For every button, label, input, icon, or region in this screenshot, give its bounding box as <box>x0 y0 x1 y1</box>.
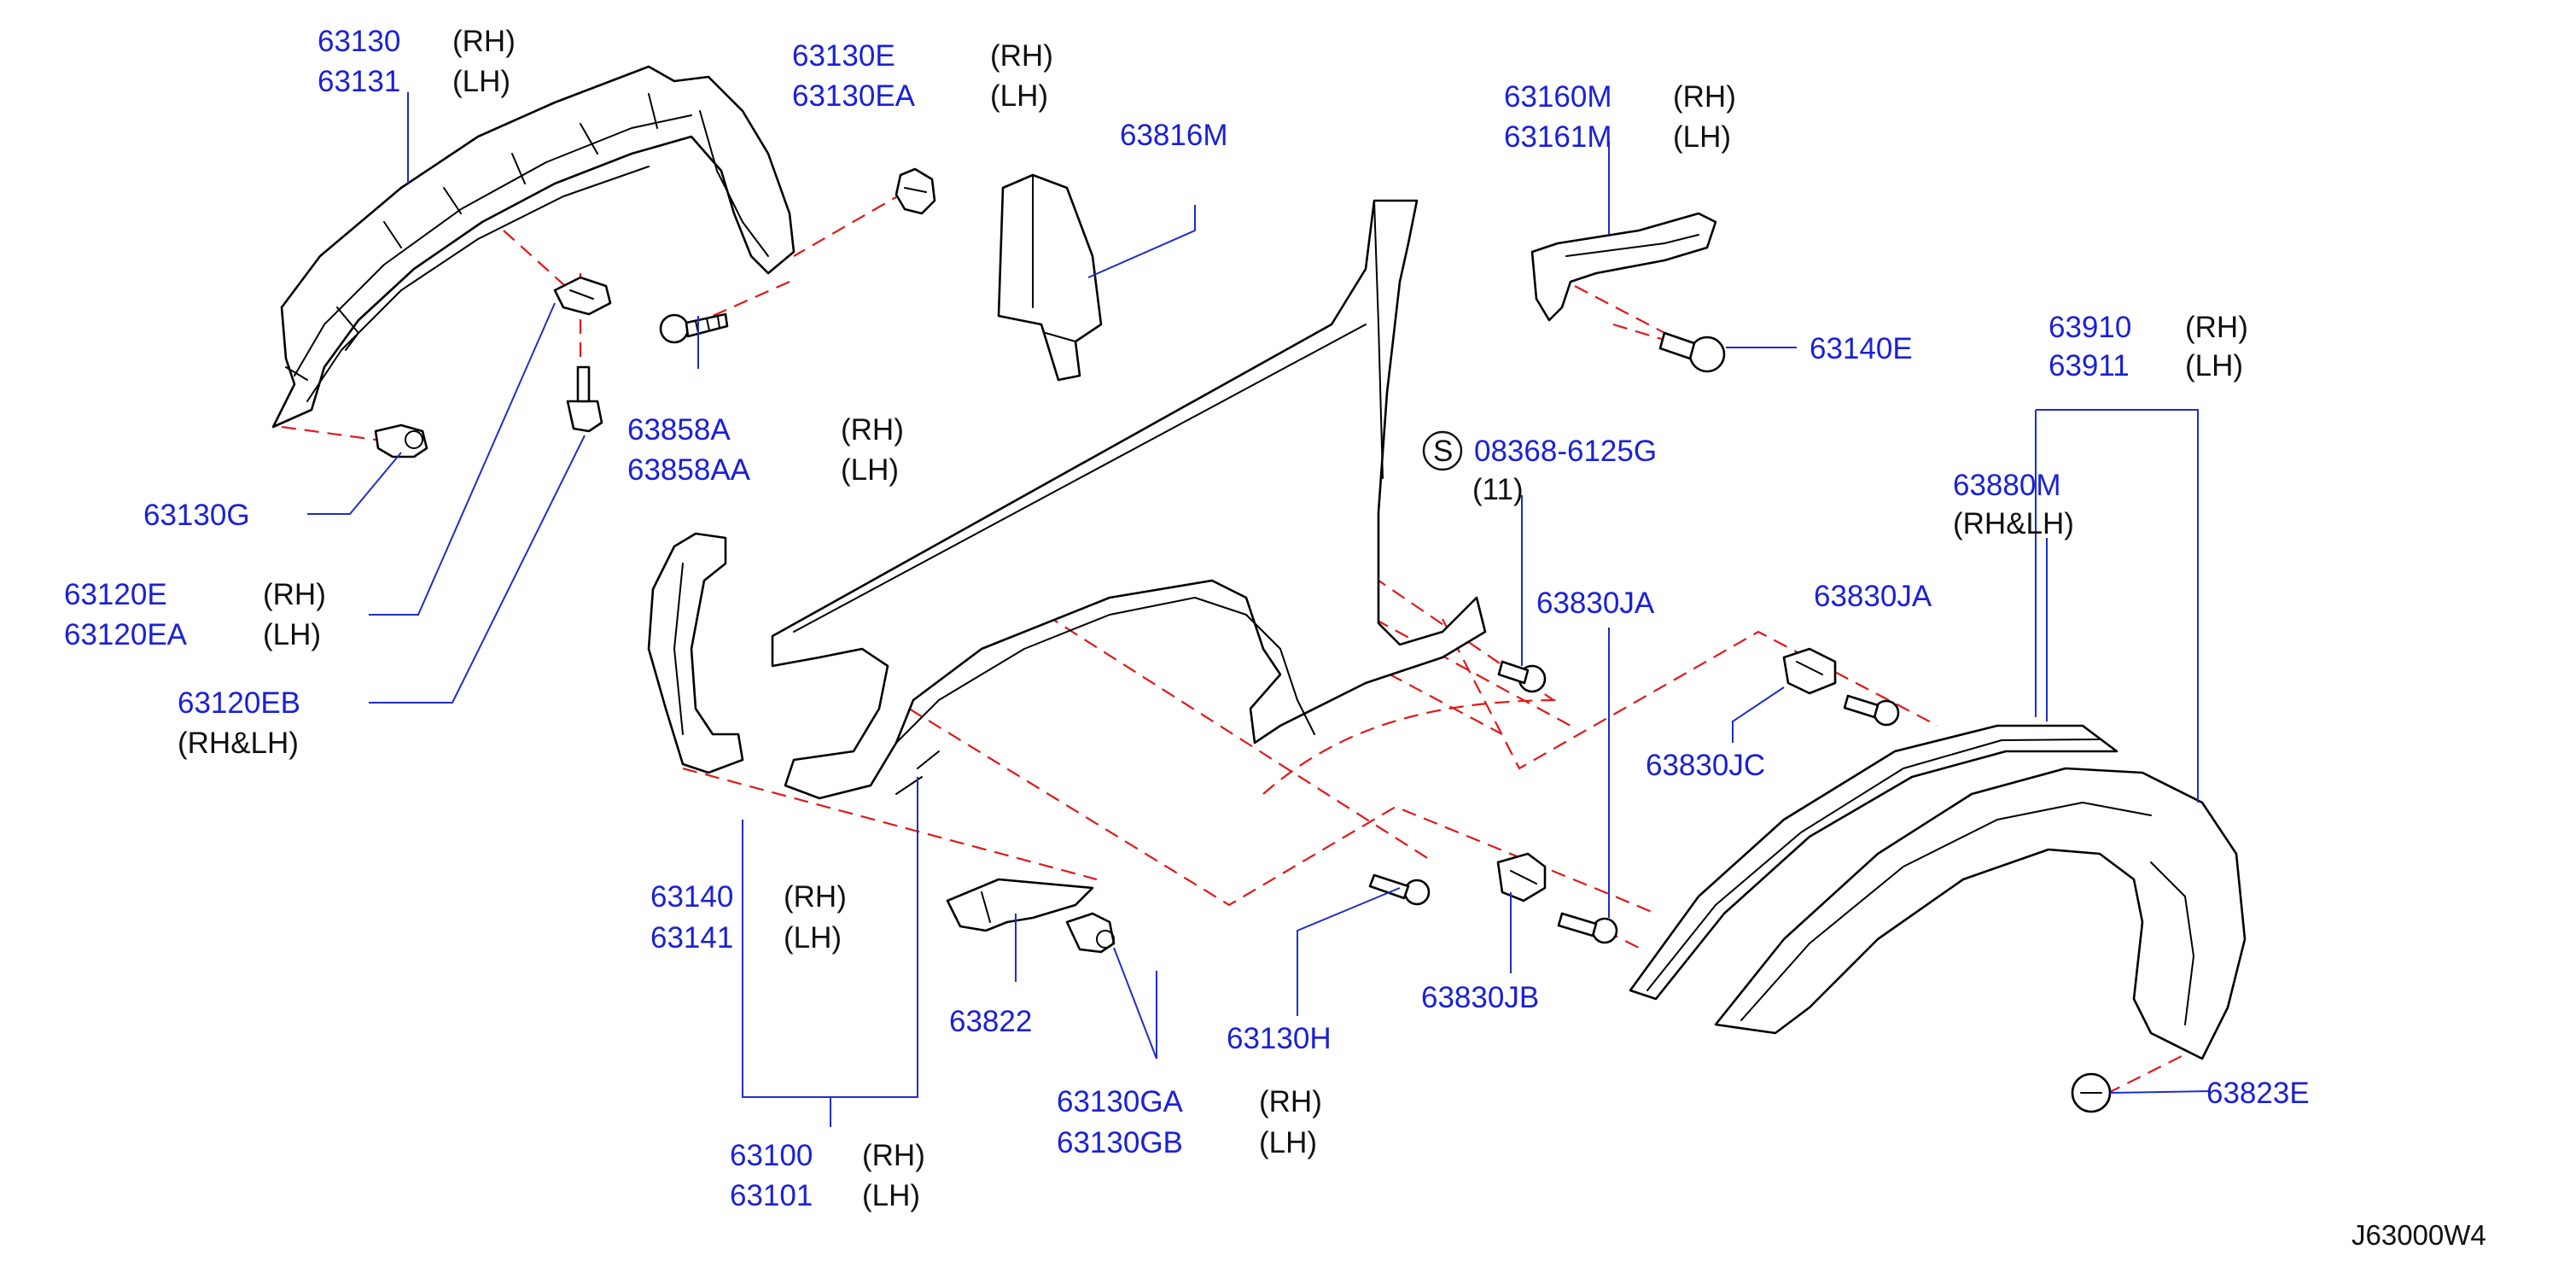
splash-guard-63140-drawing <box>647 532 744 774</box>
parts-artwork <box>271 65 2247 1113</box>
part-number-63120E[interactable]: 63120E <box>64 578 167 611</box>
part-number-63101[interactable]: 63101 <box>730 1179 813 1212</box>
side-rh: (RH) <box>990 39 1053 73</box>
part-number-63130H[interactable]: 63130H <box>1227 1022 1332 1055</box>
part-number-63140[interactable]: 63140 <box>650 880 733 914</box>
part-number-63100[interactable]: 63100 <box>730 1139 813 1172</box>
wheel-arch-moulding-drawing <box>1629 724 2118 1001</box>
side-rh: (RH) <box>841 413 904 447</box>
screw-63130H-drawing <box>1368 873 1431 906</box>
part-number-63130GA[interactable]: 63130GA <box>1057 1085 1184 1118</box>
side-lh: (LH) <box>1673 120 1731 154</box>
part-number-63823E[interactable]: 63823E <box>2206 1077 2310 1110</box>
part-number-08368-6125G[interactable]: 08368-6125G <box>1474 435 1657 468</box>
side-lh: (LH) <box>841 453 899 487</box>
part-number-63816M[interactable]: 63816M <box>1120 119 1227 152</box>
bracket-63822-drawing <box>946 878 1094 932</box>
side-rh-lh: (RH&LH) <box>178 727 299 760</box>
side-rh: (RH) <box>452 25 516 58</box>
assembly-dashed-lines <box>281 191 2203 1094</box>
clip-63830JA-upper-drawing <box>1497 660 1547 693</box>
side-lh: (LH) <box>990 79 1048 113</box>
fender-liner-front-drawing <box>271 65 796 429</box>
standard-part-symbol <box>1422 430 1463 471</box>
standard-part-symbol-letter: S <box>1433 435 1453 468</box>
bracket-63120E-drawing <box>553 276 612 316</box>
part-number-63858AA[interactable]: 63858AA <box>627 453 751 487</box>
side-lh: (LH) <box>2185 349 2243 382</box>
part-number-63120EA[interactable]: 63120EA <box>64 618 188 651</box>
part-number-63880M[interactable]: 63880M <box>1953 469 2060 502</box>
side-rh-lh: (RH&LH) <box>1953 507 2074 540</box>
side-rh: (RH) <box>1673 80 1736 114</box>
part-number-63822[interactable]: 63822 <box>949 1005 1032 1038</box>
leader-lines <box>307 92 2212 1127</box>
part-number-63130E[interactable]: 63130E <box>792 39 895 73</box>
part-number-63161M[interactable]: 63161M <box>1504 120 1611 154</box>
clip-63130E-drawing <box>895 167 936 215</box>
part-number-63130GB[interactable]: 63130GB <box>1057 1126 1183 1159</box>
diagram-reference-code: J63000W4 <box>2352 1219 2486 1251</box>
side-rh: (RH) <box>1259 1085 1322 1118</box>
clip-63830JA-lower-drawing <box>1557 912 1618 944</box>
wheel-arch-trim-drawing <box>1714 767 2247 1060</box>
part-number-63830JC[interactable]: 63830JC <box>1646 749 1765 782</box>
clip-63830JC-drawing <box>1782 647 1837 695</box>
part-number-63830JA[interactable]: 63830JA <box>1536 587 1655 620</box>
side-rh: (RH) <box>784 880 847 914</box>
clip-63830JA-right-drawing <box>1843 694 1900 727</box>
bolt-63120EB-drawing <box>566 365 603 433</box>
part-number-63141[interactable]: 63141 <box>650 921 733 955</box>
clip-63830JB-drawing <box>1496 852 1547 902</box>
part-number-63858A[interactable]: 63858A <box>627 413 731 447</box>
insulator-63816M-drawing <box>997 173 1103 382</box>
side-lh: (LH) <box>263 618 321 651</box>
side-lh: (LH) <box>1259 1126 1317 1159</box>
labels: 63130 63131 (RH) (LH) 63130E 63130EA (RH… <box>64 25 2486 1251</box>
side-lh: (LH) <box>784 921 842 955</box>
part-number-63131[interactable]: 63131 <box>318 65 400 98</box>
side-lh: (LH) <box>452 65 510 98</box>
bracket-63160M-drawing <box>1530 212 1717 322</box>
clip-63140E-drawing <box>1658 331 1726 373</box>
part-number-63130G[interactable]: 63130G <box>143 499 250 532</box>
front-fender-drawing <box>771 199 1487 800</box>
part-number-63910[interactable]: 63910 <box>2049 311 2131 344</box>
part-number-63830JA[interactable]: 63830JA <box>1814 580 1932 613</box>
clip-63130GA-drawing <box>1065 912 1116 954</box>
side-rh: (RH) <box>862 1139 925 1172</box>
part-number-63160M[interactable]: 63160M <box>1504 80 1611 114</box>
screw-63858A-drawing <box>659 312 729 344</box>
side-lh: (LH) <box>862 1179 920 1212</box>
part-number-63830JB[interactable]: 63830JB <box>1421 981 1539 1014</box>
part-number-63130EA[interactable]: 63130EA <box>792 79 916 113</box>
part-number-63140E[interactable]: 63140E <box>1810 332 1913 365</box>
part-number-63120EB[interactable]: 63120EB <box>178 686 300 720</box>
clip-63130G-drawing <box>374 423 428 458</box>
part-number-63130[interactable]: 63130 <box>318 25 400 58</box>
side-rh: (RH) <box>263 578 326 611</box>
clip-63823E-drawing <box>2071 1072 2112 1113</box>
quantity-label: (11) <box>1472 473 1524 506</box>
side-rh: (RH) <box>2185 311 2248 344</box>
part-number-63911[interactable]: 63911 <box>2049 349 2130 382</box>
